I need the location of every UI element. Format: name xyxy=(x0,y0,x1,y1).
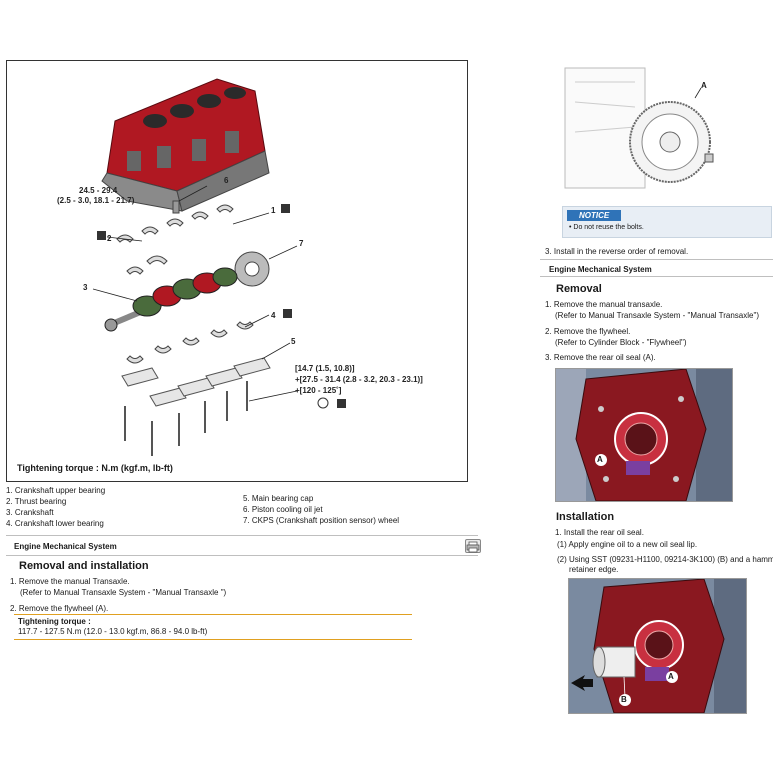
callout-4: 4 xyxy=(271,311,276,320)
removal-step-3: 3. Remove the rear oil seal (A). xyxy=(545,353,656,362)
section-divider xyxy=(6,555,478,556)
callout-5: 5 xyxy=(291,337,296,346)
leader-lines xyxy=(92,212,298,402)
photo-label-b: B xyxy=(621,695,627,704)
flywheel-label-a: A xyxy=(701,81,707,90)
photo-label-a: A xyxy=(597,455,603,464)
oil-seal-installation-illustration xyxy=(569,579,746,713)
legend-item: 4. Crankshaft lower bearing xyxy=(6,519,104,528)
torque-units-caption: Tightening torque : N.m (kgf.m, lb-ft) xyxy=(17,463,173,473)
section-header: Engine Mechanical System xyxy=(549,265,652,274)
ckps-wheel-illustration xyxy=(234,251,270,287)
print-icon xyxy=(466,541,480,553)
flywheel-drawing: A xyxy=(555,62,733,200)
section-divider xyxy=(6,535,478,536)
cylinder-block-illustration xyxy=(101,78,270,212)
crankshaft-illustration xyxy=(104,267,238,332)
legend-right: 5. Main bearing cap 6. Piston cooling oi… xyxy=(243,493,399,526)
section-divider xyxy=(540,259,773,260)
legend-item: 3. Crankshaft xyxy=(6,508,54,517)
removal-step-2: 2. Remove the flywheel. xyxy=(545,327,631,336)
upper-bearing-shells xyxy=(116,204,234,243)
torque-spec-cap-2: +[27.5 - 31.4 (2.8 - 3.2, 20.3 - 23.1)] xyxy=(295,375,423,384)
step-2: 2. Remove the flywheel (A). xyxy=(10,604,109,613)
torque-spec-oil-jet-units: (2.5 - 3.0, 18.1 - 21.7) xyxy=(57,196,135,205)
installation-title: Installation xyxy=(556,511,615,523)
notice-text: • Do not reuse the bolts. xyxy=(569,224,644,231)
callout-6: 6 xyxy=(224,176,229,185)
legend-item: 1. Crankshaft upper bearing xyxy=(6,486,106,495)
step-1-reference: (Refer to Manual Transaxle System - "Man… xyxy=(20,588,227,597)
torque-title: Tightening torque : xyxy=(18,617,91,626)
oil-seal-installation-photo: A B xyxy=(568,578,747,714)
removal-title: Removal xyxy=(556,283,602,295)
legend-item: 2. Thrust bearing xyxy=(6,497,67,506)
removal-step-1: 1. Remove the manual transaxle. xyxy=(545,300,663,309)
installation-step-1b-cont: retainer edge. xyxy=(569,565,619,574)
torque-wrench-icon xyxy=(97,204,346,409)
legend-left: 1. Crankshaft upper bearing 2. Thrust be… xyxy=(6,485,105,529)
callout-1: 1 xyxy=(271,206,276,215)
callout-3: 3 xyxy=(83,283,88,292)
step-1: 1. Remove the manual Transaxle. xyxy=(10,577,130,586)
rear-oil-seal-photo: A xyxy=(555,368,733,502)
step-3: 3. Install in the reverse order of remov… xyxy=(545,247,689,256)
lower-bearing-shells xyxy=(126,321,254,364)
section-divider xyxy=(540,276,773,277)
torque-spec-oil-jet: 24.5 - 29.4 xyxy=(79,186,118,195)
installation-step-1: 1. Install the rear oil seal. xyxy=(555,528,644,537)
section-title: Removal and installation xyxy=(19,560,149,572)
rear-oil-seal-illustration xyxy=(556,369,732,501)
legend-item: 7. CKPS (Crankshaft position sensor) whe… xyxy=(243,516,400,525)
removal-step-2-reference: (Refer to Cylinder Block - "Flywheel") xyxy=(555,338,687,347)
exploded-diagram: 6 1 2 7 3 4 5 24.5 - 29.4 (2.5 - 3.0, 18… xyxy=(6,60,468,482)
piston-cooling-oil-jet-illustration xyxy=(172,185,208,214)
removal-step-1-reference: (Refer to Manual Transaxle System - "Man… xyxy=(555,311,759,320)
thrust-bearing-illustration xyxy=(126,255,168,275)
torque-spec-cap-1: [14.7 (1.5, 10.8)] xyxy=(295,364,355,373)
notice-box: NOTICE • Do not reuse the bolts. xyxy=(562,206,772,238)
callout-2: 2 xyxy=(107,234,112,243)
installation-step-1b: (2) Using SST (09231-H1100, 09214-3K100)… xyxy=(557,555,773,564)
notice-label: NOTICE xyxy=(567,210,622,221)
installation-step-1a: (1) Apply engine oil to a new oil seal l… xyxy=(557,540,698,549)
print-button[interactable] xyxy=(465,539,481,553)
torque-spec-cap-3: +[120 - 125˚] xyxy=(295,386,342,395)
photo-label-a: A xyxy=(668,672,674,681)
torque-value: 117.7 - 127.5 N.m (12.0 - 13.0 kgf.m, 86… xyxy=(18,627,208,636)
torque-box: Tightening torque : 117.7 - 127.5 N.m (1… xyxy=(14,614,412,640)
legend-item: 6. Piston cooling oil jet xyxy=(243,505,323,514)
flywheel-illustration xyxy=(564,67,714,189)
section-header: Engine Mechanical System xyxy=(14,542,117,551)
main-bearing-cap-bolts xyxy=(124,381,248,456)
callout-7: 7 xyxy=(299,239,304,248)
main-bearing-caps xyxy=(121,357,271,407)
crankshaft-exploded-view: 6 1 2 7 3 4 5 24.5 - 29.4 (2.5 - 3.0, 18… xyxy=(57,78,423,456)
legend-item: 5. Main bearing cap xyxy=(243,494,314,503)
